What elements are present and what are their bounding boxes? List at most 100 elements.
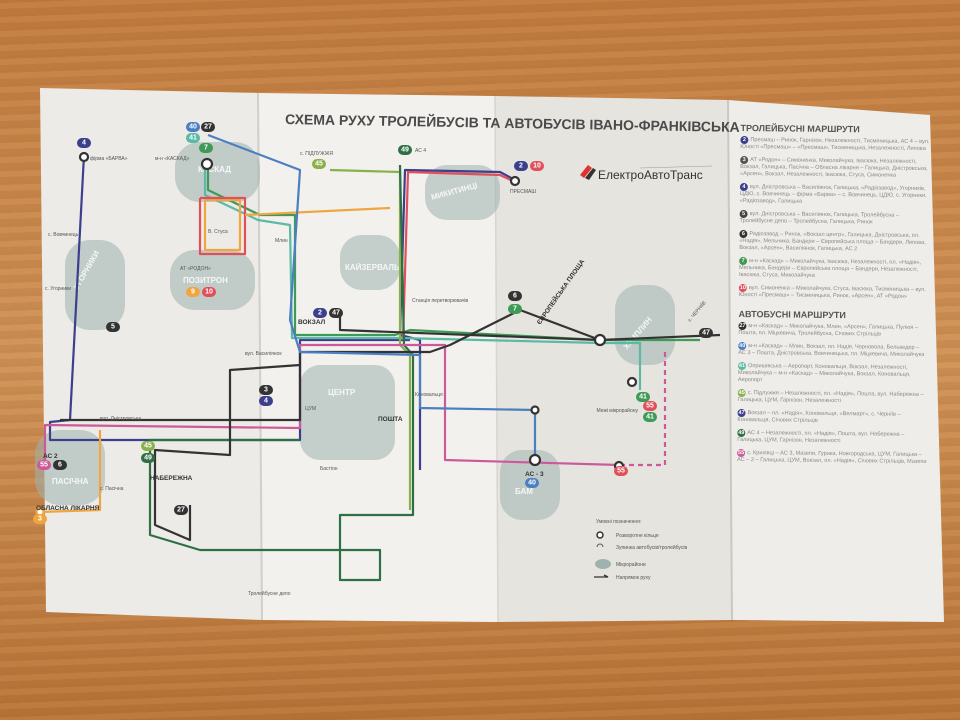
district-label: ПАСІЧНА — [52, 477, 89, 486]
route-description-text: вул. Симоненка – Миколайчука, Стуса, Іва… — [738, 285, 926, 300]
badge-label: 40 — [528, 480, 536, 487]
badge-label: 3 — [38, 516, 42, 523]
route-description-text: АС 4 – Незалежності, пл. «Надія», Пошта,… — [737, 430, 905, 445]
badge-3: 3 — [33, 514, 47, 524]
district-label: КАСКАД — [198, 165, 231, 174]
badge-47: 47 — [329, 308, 343, 318]
badge-label: 45 — [144, 443, 152, 450]
district-areas — [35, 142, 675, 520]
badge-label: 6 — [513, 293, 517, 300]
badge-47: 47 — [699, 328, 713, 338]
badge-4: 4 — [77, 138, 91, 148]
route-number-badge: 5 — [739, 210, 748, 219]
badge-27: 27 — [201, 122, 215, 132]
stop-label: вул. Дністровська — [100, 416, 141, 422]
badge-label: 5 — [111, 324, 115, 331]
badge-label: 41 — [639, 394, 647, 401]
bus-routes-heading: АВТОБУСНІ МАРШРУТИ — [738, 309, 846, 321]
route-number-badge: 45 — [737, 389, 746, 398]
route-line-orange — [244, 206, 391, 217]
district-uhornyky — [65, 240, 125, 330]
route-description-text: вул. Дністровська – Василіянок, Галицька… — [739, 184, 927, 205]
district-label: ЦЕНТР — [328, 388, 356, 397]
route-number-badge: 2 — [740, 136, 749, 145]
stop-label: АС 2 — [43, 453, 58, 460]
badge-49: 49 — [398, 145, 412, 155]
badge-label: 55 — [617, 468, 625, 475]
brochure-panel-center — [258, 93, 498, 622]
stop-label: с. Угорники — [45, 286, 71, 292]
badge-27: 27 — [174, 505, 188, 515]
badge-55: 55 — [614, 466, 628, 476]
stop-label: Бастіон — [320, 466, 338, 472]
badge-45: 45 — [141, 441, 155, 451]
badge-49: 49 — [141, 453, 155, 463]
badge-7: 7 — [199, 143, 213, 153]
badge-label: 55 — [40, 462, 48, 469]
stop-label: ОБЛАСНА ЛІКАРНЯ — [36, 505, 100, 512]
terminal-yevropeiska — [593, 333, 607, 347]
badge-label: 9 — [191, 289, 195, 296]
district-tsentr — [300, 365, 395, 460]
terminal-ring — [530, 405, 540, 415]
badge-label: 47 — [702, 330, 710, 337]
badge-40: 40 — [525, 478, 539, 488]
district-label: ПОЗИТРОН — [183, 276, 228, 285]
route-line-55-dashed — [620, 350, 667, 467]
legend-item: Мікрорайони — [616, 561, 646, 568]
route-line-40 — [207, 133, 537, 460]
badge-41: 41 — [636, 392, 650, 402]
stop-label: ПОШТА — [378, 416, 403, 423]
badge-label: 4 — [82, 140, 86, 147]
badge-label: 6 — [58, 462, 62, 469]
district-pasichna — [35, 430, 105, 505]
badge-2: 2 — [514, 161, 528, 171]
route-lines — [39, 133, 721, 582]
stop-label: Коновальця — [415, 392, 443, 398]
route-number-badge: 41 — [737, 362, 747, 371]
terminal-41 — [626, 376, 638, 388]
route-line-27 — [153, 363, 301, 542]
route-badges: 4 40 27 41 7 45 49 2 10 9 10 5 2 47 6 7 … — [33, 122, 713, 524]
stop-label: Межі мікрорайону — [597, 407, 639, 414]
badge-label: 40 — [189, 124, 197, 131]
route-description-text: вул. Дністровська – Василіянок, Галицька… — [739, 211, 900, 226]
badge-label: 4 — [264, 398, 268, 405]
district-label: БАМ — [515, 487, 533, 496]
route-description-text: с. Крихівці – АС 3, Мазепи, Гурика, Новг… — [736, 450, 927, 465]
stop-label: с. Вовчинець — [48, 232, 79, 238]
route-description-text: АТ «Родон» – Симоненка, Миколайчука, Іва… — [739, 157, 928, 179]
badge-label: 10 — [533, 163, 541, 170]
badge-2: 2 — [313, 308, 327, 318]
route-description-text: м-н «Каскад» – Млин, Вокзал, пл. Надія, … — [738, 343, 925, 358]
direction-arrow-icon — [594, 574, 609, 578]
route-line-49 — [148, 164, 415, 582]
badge-5: 5 — [106, 322, 120, 332]
badge-label: 10 — [205, 289, 213, 296]
badge-4: 4 — [259, 396, 273, 406]
badge-label: 55 — [646, 403, 654, 410]
route-number-badge: 47 — [737, 409, 746, 418]
route-number-badge: 27 — [738, 322, 747, 331]
legend-item: Розворотне кільце — [616, 533, 659, 539]
route-description-text: м-н «Каскад» – Миколайчука, Млин, «Арсен… — [738, 323, 919, 338]
stop-label: НАБЕРЕЖНА — [150, 475, 193, 482]
stop-label: ПРЕСМАШ — [510, 189, 536, 195]
brand-name: ЕлектроАвтоТранс — [598, 168, 703, 182]
district-kaiservald — [340, 235, 400, 290]
badge-label: 49 — [401, 147, 409, 154]
badge-6: 6 — [508, 291, 522, 301]
district-label: КАЙЗЕРВАЛЬД — [345, 263, 406, 272]
route-description-text: Опришівська – Аеропорт, Коновальця, Вокз… — [737, 363, 911, 384]
